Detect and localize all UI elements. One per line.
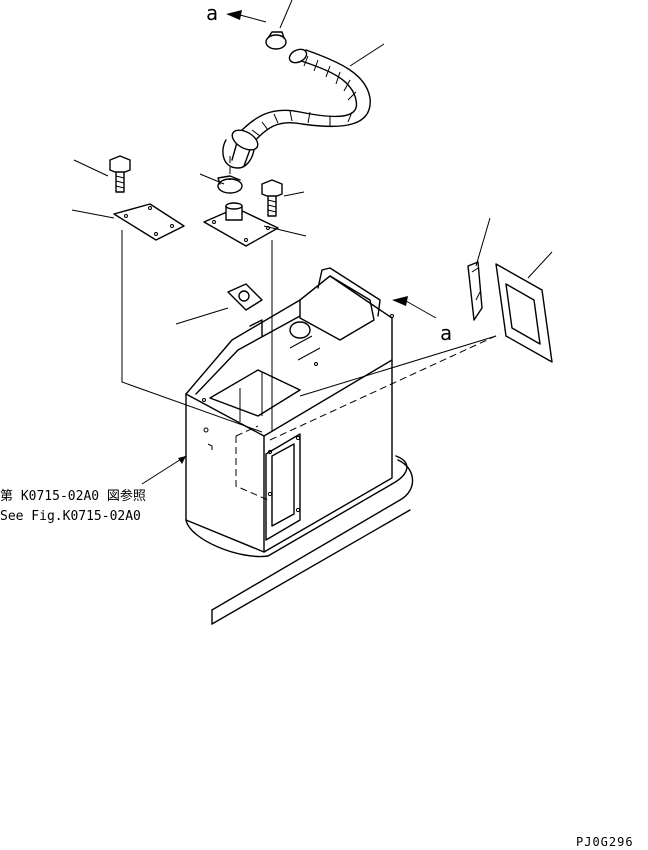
assembly-lines bbox=[121, 230, 273, 433]
arrow-left-icon bbox=[392, 296, 408, 306]
bolt-right bbox=[261, 179, 283, 217]
hidden-lines bbox=[229, 156, 501, 441]
cover-plate-left bbox=[113, 203, 185, 241]
reference-callout: 第 K0715-02A0 図参照 See Fig.K0715-02A0 bbox=[0, 455, 187, 524]
view-label-a-top: a bbox=[206, 1, 218, 25]
hose-clamp-top bbox=[265, 31, 287, 50]
cover-plate-right bbox=[203, 202, 279, 247]
hose bbox=[222, 48, 371, 169]
housing bbox=[185, 267, 414, 625]
drawing-code: PJ0G296 bbox=[576, 835, 634, 849]
bolt-left bbox=[109, 155, 131, 193]
leader-lines bbox=[71, 0, 553, 325]
gasket-strip bbox=[467, 261, 483, 321]
view-marker-top: a bbox=[206, 1, 267, 25]
reference-text-jp: 第 K0715-02A0 図参照 bbox=[0, 488, 146, 504]
view-marker-right: a bbox=[392, 296, 452, 345]
gasket-frame bbox=[495, 263, 553, 363]
view-label-a-right: a bbox=[440, 321, 452, 345]
seal-pad bbox=[227, 283, 263, 311]
reference-text-en: See Fig.K0715-02A0 bbox=[0, 509, 141, 524]
arrow-left-icon bbox=[226, 10, 242, 20]
